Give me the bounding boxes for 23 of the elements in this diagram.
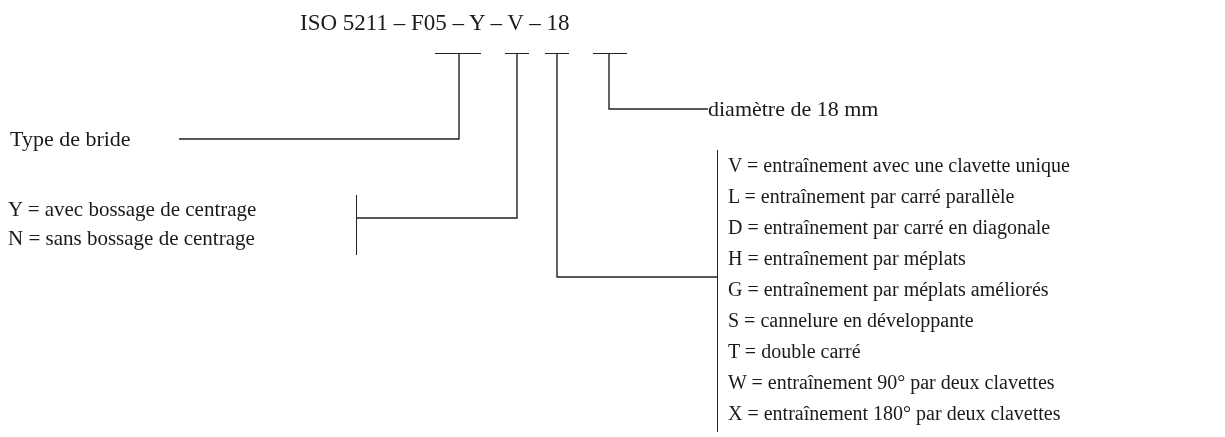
bracketed-list — [8, 195, 357, 255]
designation-code: ISO 5211 – F05 – Y – V – 18 — [300, 6, 640, 40]
underline-bar — [593, 53, 627, 55]
text-label: diamètre de 18 mm — [708, 94, 908, 124]
list-item: N = sans bossage de centrage — [8, 225, 256, 252]
list-item: S = cannelure en développante — [728, 308, 975, 334]
underline-bar — [435, 53, 481, 55]
leader-line — [178, 53, 460, 140]
list-item: L = entraînement par carré parallèle — [728, 184, 1016, 210]
leader-line — [556, 53, 718, 278]
underline-bar — [505, 53, 529, 55]
list-item: G = entraînement par méplats améliorés — [728, 277, 1050, 303]
text-label: Type de bride — [10, 124, 175, 154]
leader-line — [608, 53, 709, 110]
leader-line — [356, 53, 518, 219]
list-item: D = entraînement par carré en diagonale — [728, 215, 1052, 241]
list-item: Y = avec bossage de centrage — [8, 196, 258, 223]
list-item: V = entraînement avec une clavette unique — [728, 153, 1071, 179]
list-item: T = double carré — [728, 339, 862, 364]
list-item: X = entraînement 180° par deux clavettes — [728, 401, 1062, 427]
list-item: W = entraînement 90° par deux clavettes — [728, 370, 1056, 396]
underline-bar — [545, 53, 569, 55]
list-item: H = entraînement par méplats — [728, 246, 967, 272]
